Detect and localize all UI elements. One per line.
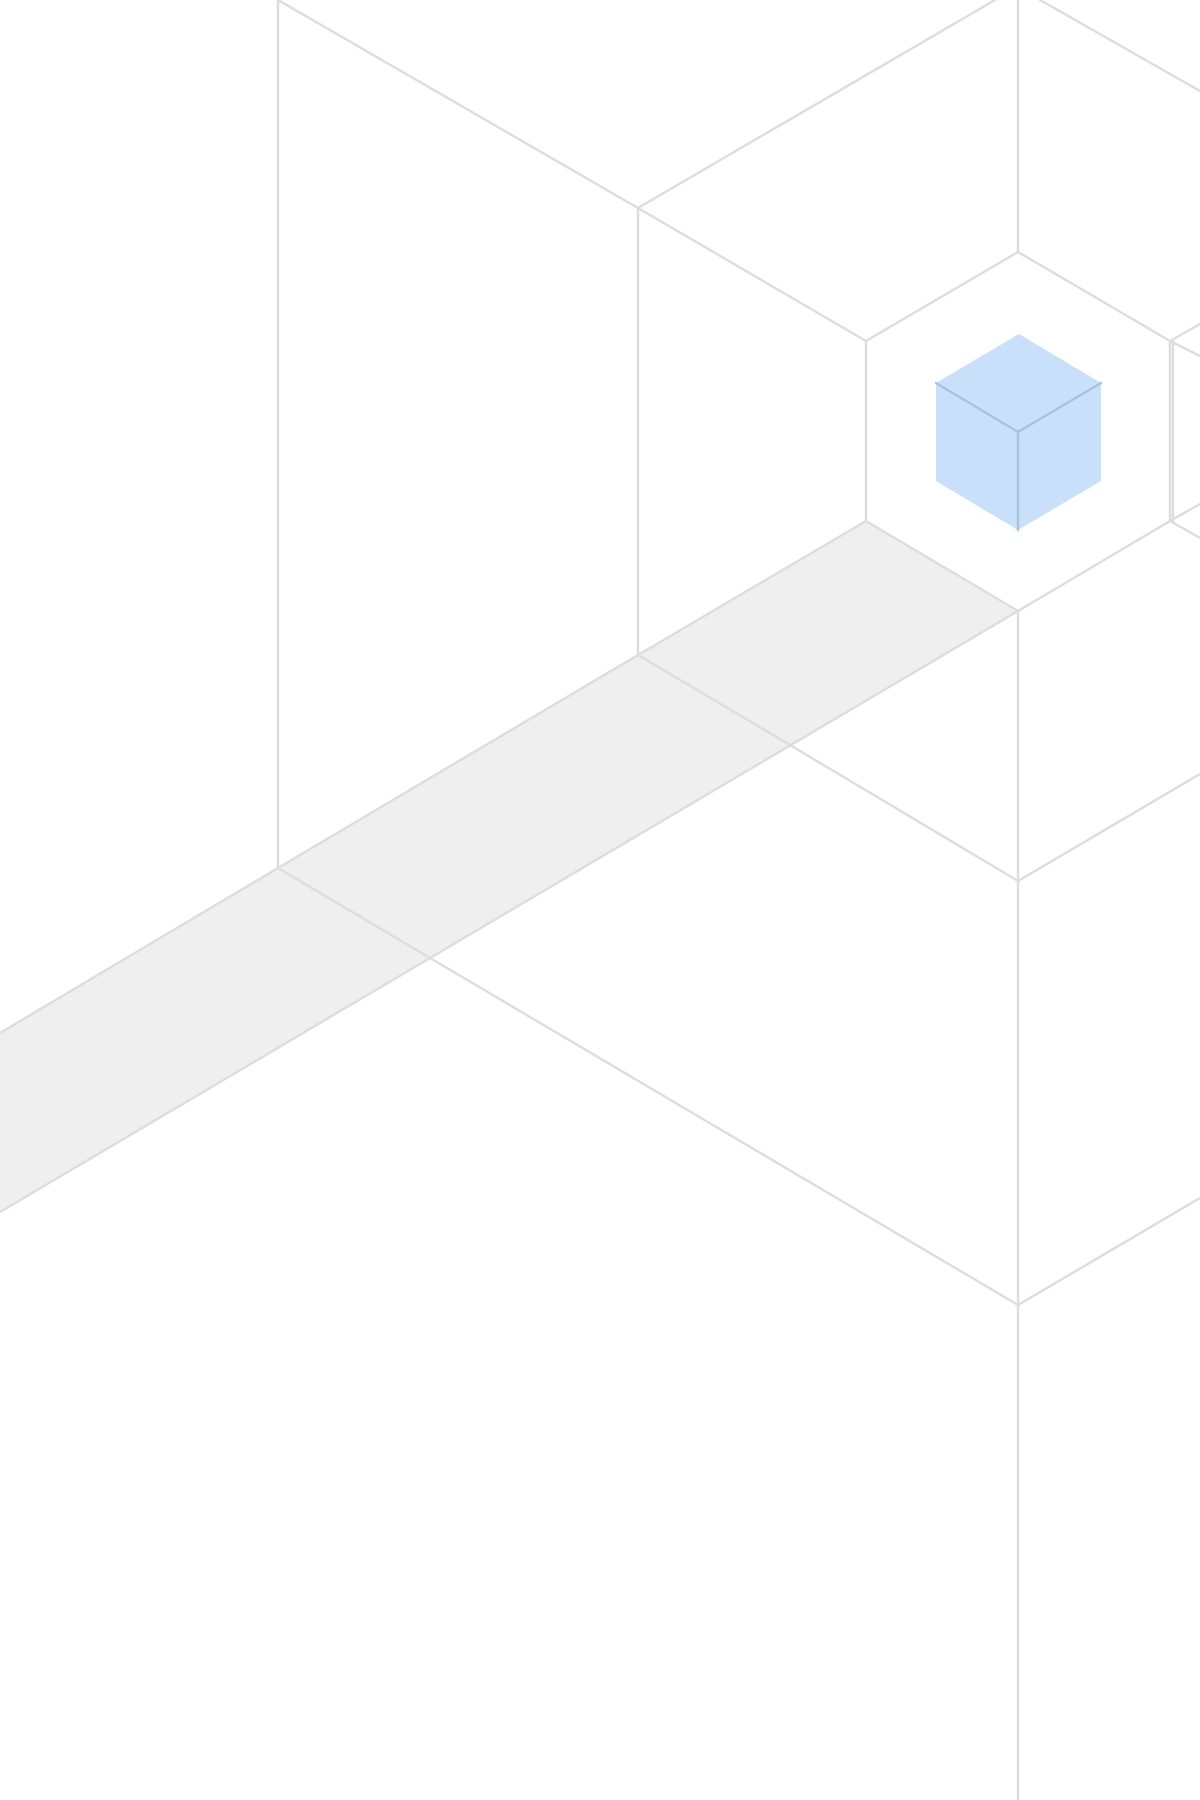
diagonal-band (0, 521, 1018, 1212)
outline-hexagon (864, 250, 1200, 613)
hexagon-icon (934, 334, 1103, 532)
